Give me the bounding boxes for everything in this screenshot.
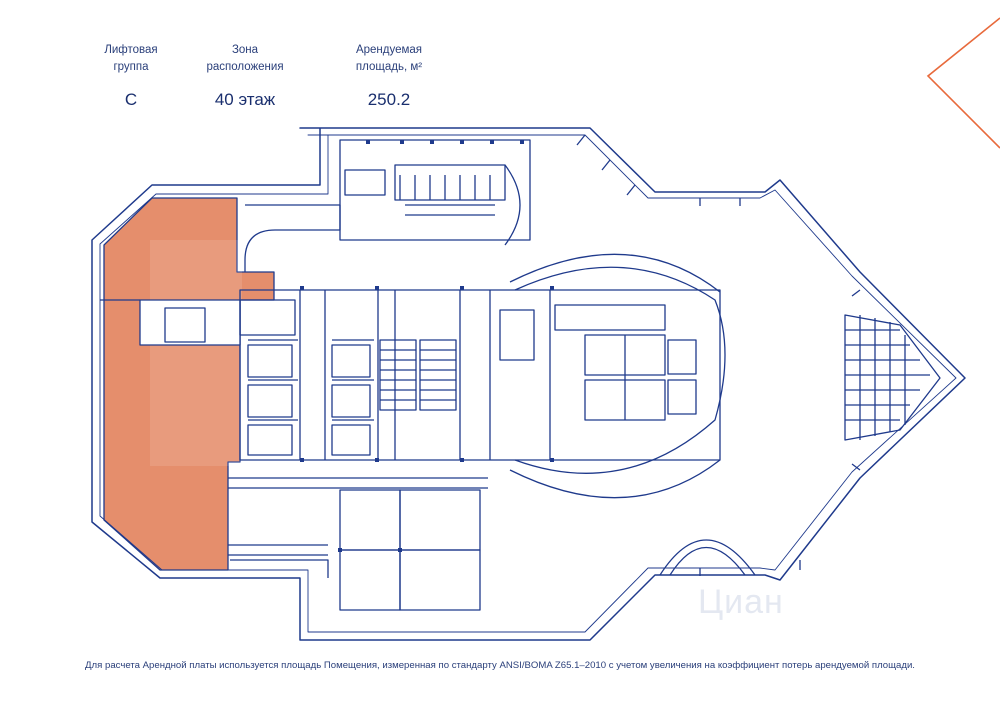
building-outline — [91, 127, 966, 641]
watermark: Циан — [698, 583, 784, 621]
lift-group-block: Лифтовая группа C — [66, 42, 196, 110]
lift-group-value: C — [124, 90, 138, 109]
lift-group-label: Лифтовая группа — [104, 44, 158, 73]
footnote: Для расчета Арендной платы используется … — [85, 660, 915, 671]
area-block: Арендуемая площадь, м² 250.2 — [324, 42, 454, 110]
zone-label: Зона расположения — [206, 44, 284, 73]
corner-accent-icon — [926, 17, 1000, 149]
zone-value: 40 этаж — [214, 90, 276, 109]
area-value: 250.2 — [367, 90, 411, 109]
area-label: Арендуемая площадь, м² — [355, 44, 423, 73]
zone-block: Зона расположения 40 этаж — [180, 42, 310, 110]
